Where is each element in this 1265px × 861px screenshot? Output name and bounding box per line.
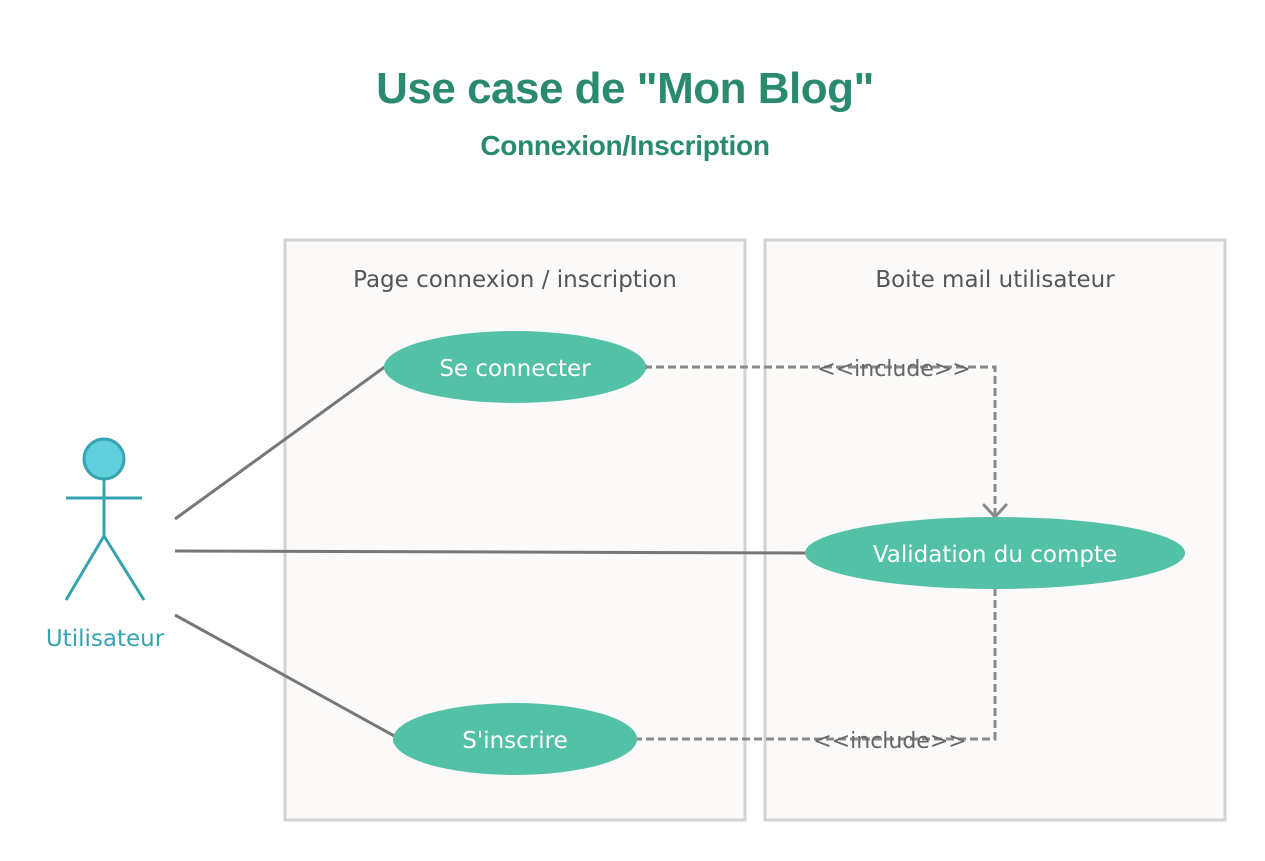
actor-utilisateur[interactable]: Utilisateur [46, 437, 165, 652]
boundary-mail-label: Boite mail utilisateur [875, 267, 1115, 293]
use-case-connect[interactable]: Se connecter [384, 331, 646, 403]
use-case-validate[interactable]: Validation du compte [805, 517, 1185, 589]
diagram-title: Use case de "Mon Blog" [376, 64, 874, 113]
include-label-connect: <<include>> [817, 357, 970, 382]
use-case-signup[interactable]: S'inscrire [393, 703, 637, 775]
use-case-signup-label: S'inscrire [462, 728, 567, 754]
association-signup [174, 613, 399, 740]
boundary-page-label: Page connexion / inscription [353, 267, 677, 293]
use-case-connect-label: Se connecter [439, 356, 591, 382]
actor-label: Utilisateur [46, 626, 165, 652]
include-arrow-signup [624, 588, 997, 749]
include-label-signup: <<include>> [813, 729, 966, 754]
use-case-validate-label: Validation du compte [873, 542, 1117, 568]
include-arrow-connect [634, 357, 997, 516]
stick-figure-icon [64, 437, 146, 601]
association-connect [174, 364, 387, 521]
diagram-subtitle: Connexion/Inscription [480, 130, 770, 161]
association-validate [174, 549, 807, 555]
